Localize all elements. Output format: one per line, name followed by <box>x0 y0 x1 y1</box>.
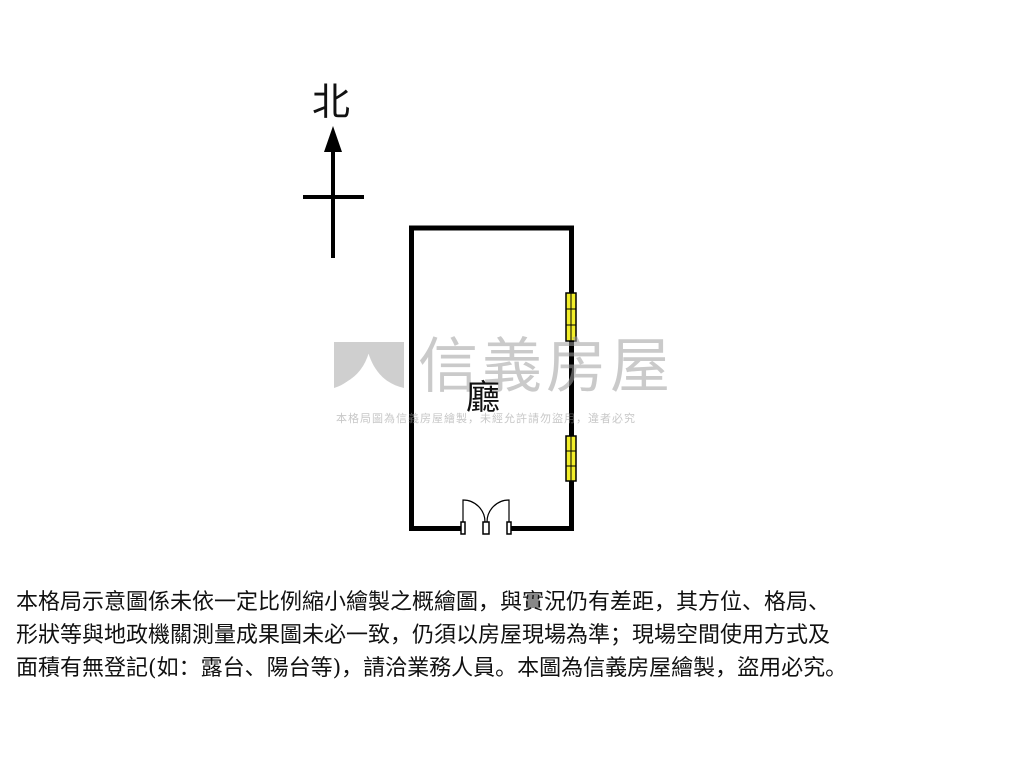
room-walls <box>409 225 574 531</box>
disclaimer-line: 本格局示意圖係未依一定比例縮小繪製之概繪圖，與實況仍有差距，其方位、格局、 <box>16 590 831 615</box>
watermark-note: 本格局圖為信義房屋繪製，未經允許請勿盜用，違者必究 <box>336 412 636 425</box>
north-arrow-icon <box>303 126 364 258</box>
disclaimer-line: 面積有無登記(如：露台、陽台等)，請洽業務人員。本圖為信義房屋繪製，盜用必究。 <box>16 656 848 681</box>
sinyi-logo-icon <box>334 342 404 402</box>
disclaimer-line: 形狀等與地政機關測量成果圖未必一致，仍須以房屋現場為準；現場空間使用方式及 <box>16 623 831 648</box>
watermark: 信義房屋 本格局圖為信義房屋繪製，未經允許請勿盜用，違者必究 <box>334 332 694 430</box>
disclaimer: 本格局示意圖係未依一定比例縮小繪製之概繪圖，與實況仍有差距，其方位、格局、 形狀… <box>16 586 1016 685</box>
window-upper <box>565 292 577 342</box>
room-label-living: 廳 <box>466 378 500 418</box>
watermark-brand: 信義房屋 <box>418 332 674 402</box>
double-door <box>460 499 512 535</box>
window-lower <box>565 435 577 482</box>
north-label: 北 <box>312 80 351 124</box>
